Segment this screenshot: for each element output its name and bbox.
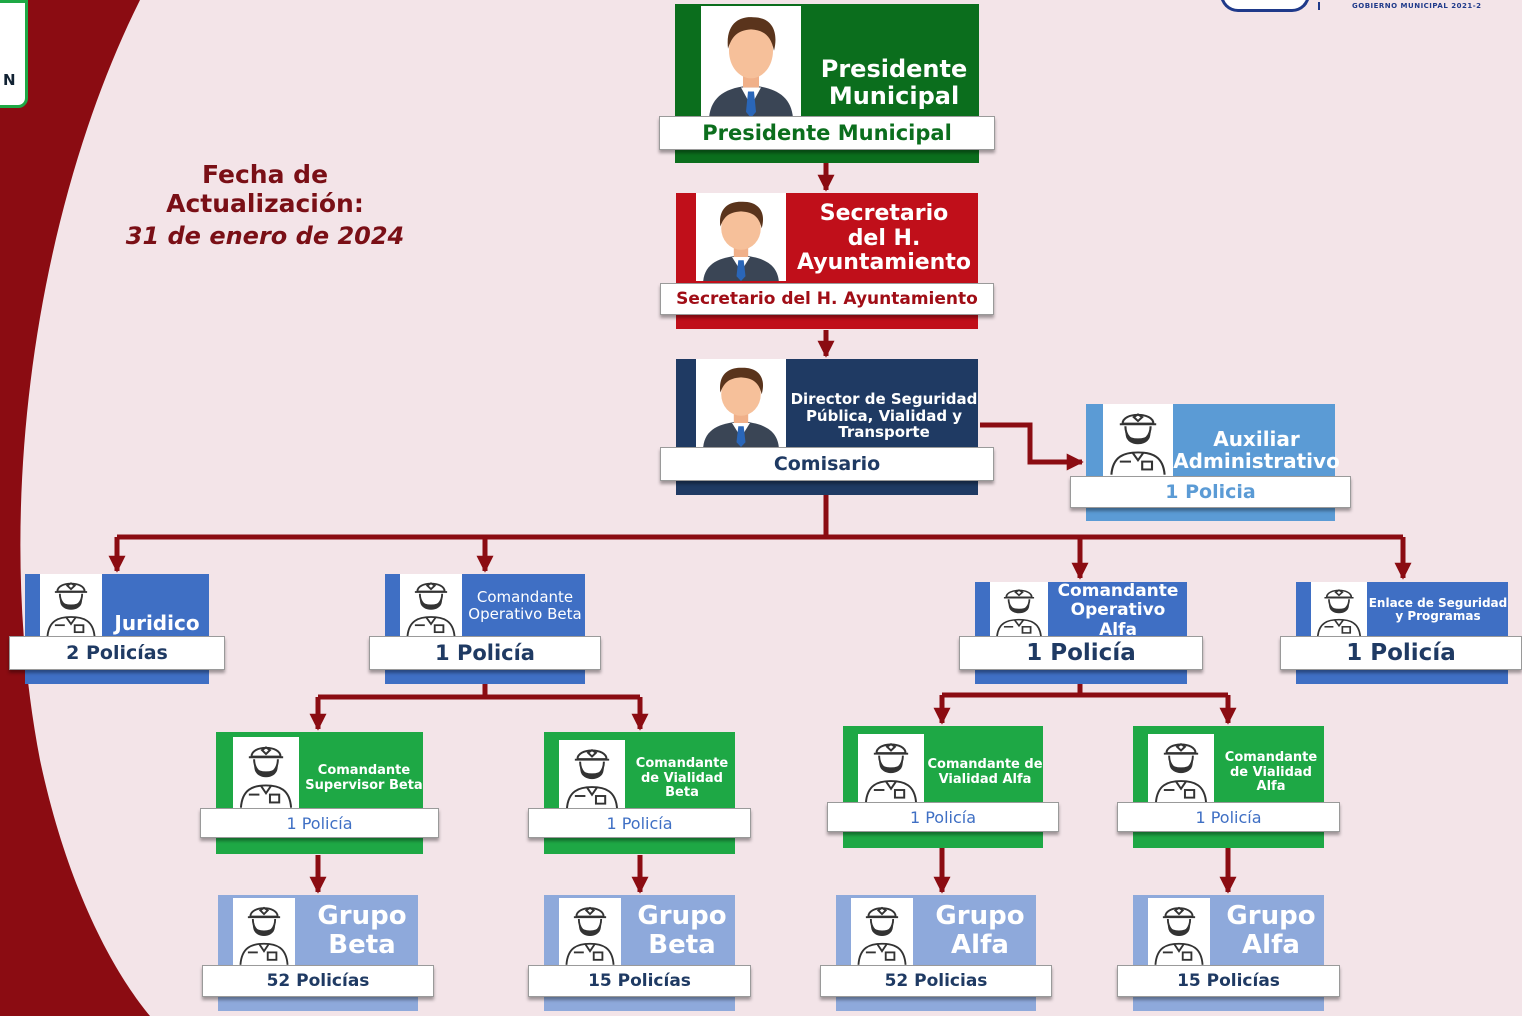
node-director: Director de Seguridad Pública, Vialidad … <box>660 359 994 495</box>
node-title: Secretario del H. Ayuntamiento <box>797 201 971 276</box>
municipal-logo: GOBIERNO MUNICIPAL 2021-2 <box>1218 0 1522 16</box>
police-officer-icon <box>559 740 625 810</box>
node-label: 2 Policías <box>9 636 225 670</box>
node-label: 1 Policia <box>1070 476 1351 508</box>
node-title: Grupo Alfa <box>1226 900 1316 960</box>
node-label: Secretario del H. Ayuntamiento <box>660 283 994 315</box>
maroon-side-swoosh <box>0 0 150 1016</box>
node-title: Director de Seguridad Pública, Vialidad … <box>790 389 978 442</box>
node-label: 1 Policía <box>369 636 601 670</box>
person-photo-icon <box>696 359 786 447</box>
person-photo-icon <box>696 193 786 281</box>
node-title: Enlace de Seguridad y Programas <box>1368 595 1508 623</box>
police-officer-icon <box>1103 404 1173 476</box>
node-label: 52 Policías <box>202 965 434 997</box>
police-officer-icon <box>851 898 913 966</box>
node-comandante-vialidad-alfa-2: Comandante de Vialidad Alfa 1 Policía <box>1117 726 1340 848</box>
node-title: Presidente Municipal <box>820 55 968 110</box>
node-comandante-vialidad-beta: Comandante de Vialidad Beta 1 Policía <box>528 732 751 854</box>
police-officer-icon <box>40 574 102 638</box>
police-officer-icon <box>1311 582 1367 638</box>
node-label: 1 Policía <box>1280 636 1522 670</box>
node-comandante-operativo-beta: Comandante Operativo Beta 1 Policía <box>369 574 601 684</box>
node-title: Juridico <box>114 610 200 635</box>
node-label: Presidente Municipal <box>659 116 995 150</box>
police-officer-icon <box>1148 898 1210 966</box>
node-secretario: Secretario del H. Ayuntamiento Secretari… <box>660 193 994 329</box>
police-officer-icon <box>1148 734 1214 804</box>
node-title: Grupo Alfa <box>935 900 1025 960</box>
node-enlace: Enlace de Seguridad y Programas 1 Policí… <box>1280 582 1522 684</box>
node-comandante-supervisor-beta: Comandante Supervisor Beta 1 Policía <box>200 732 439 854</box>
node-label: 1 Policía <box>200 808 439 838</box>
node-title: Grupo Beta <box>317 900 407 960</box>
shield-icon <box>1220 0 1310 12</box>
person-photo-icon <box>701 6 801 118</box>
emblem-icon <box>1318 2 1328 10</box>
node-label: 15 Policías <box>1117 965 1340 997</box>
police-officer-icon <box>233 898 295 966</box>
node-comandante-vialidad-alfa-1: Comandante de Vialidad Alfa 1 Policía <box>827 726 1059 848</box>
node-grupo-beta-1: Grupo Beta 52 Policías <box>202 895 434 1011</box>
node-title: Auxiliar Administrativo <box>1173 426 1340 473</box>
node-comandante-operativo-alfa: Comandante Operativo Alfa 1 Policía <box>959 581 1203 684</box>
node-label: 52 Policias <box>820 965 1052 997</box>
police-officer-icon <box>400 574 462 638</box>
police-officer-icon <box>233 737 299 809</box>
side-badge: N <box>0 0 28 108</box>
node-label: 15 Policías <box>528 965 751 997</box>
connector-lines <box>108 163 1412 894</box>
node-title: Comandante Supervisor Beta <box>305 763 423 793</box>
update-date-label: Fecha de Actualización: <box>166 160 364 218</box>
node-grupo-alfa-2: Grupo Alfa 15 Policías <box>1117 895 1340 1011</box>
node-label: 1 Policía <box>959 636 1203 670</box>
update-date-block: Fecha de Actualización: 31 de enero de 2… <box>100 160 430 250</box>
node-title: Comandante de Vialidad Alfa <box>1224 750 1318 795</box>
node-title: Comandante de Vialidad Alfa <box>927 757 1043 787</box>
node-auxiliar: Auxiliar Administrativo 1 Policia <box>1070 404 1351 521</box>
logo-text: GOBIERNO MUNICIPAL 2021-2 <box>1352 2 1482 10</box>
node-title: Comandante de Vialidad Beta <box>635 756 729 801</box>
node-label: 1 Policía <box>1117 802 1340 832</box>
police-officer-icon <box>858 734 924 804</box>
node-title: Comandante Operativo Alfa <box>1057 581 1179 640</box>
node-presidente: Presidente Municipal Presidente Municipa… <box>659 4 995 163</box>
update-date-value: 31 de enero de 2024 <box>125 222 405 250</box>
node-label: 1 Policía <box>528 808 751 838</box>
node-title: Comandante Operativo Beta <box>468 588 582 623</box>
police-officer-icon <box>559 898 621 966</box>
node-grupo-alfa-1: Grupo Alfa 52 Policias <box>820 895 1052 1011</box>
node-title: Grupo Beta <box>637 900 727 960</box>
node-label: Comisario <box>660 447 994 481</box>
police-officer-icon <box>990 582 1048 638</box>
node-label: 1 Policía <box>827 802 1059 832</box>
node-grupo-beta-2: Grupo Beta 15 Policías <box>528 895 751 1011</box>
node-juridico: Juridico 2 Policías <box>9 574 225 684</box>
side-badge-text: N <box>3 71 16 89</box>
